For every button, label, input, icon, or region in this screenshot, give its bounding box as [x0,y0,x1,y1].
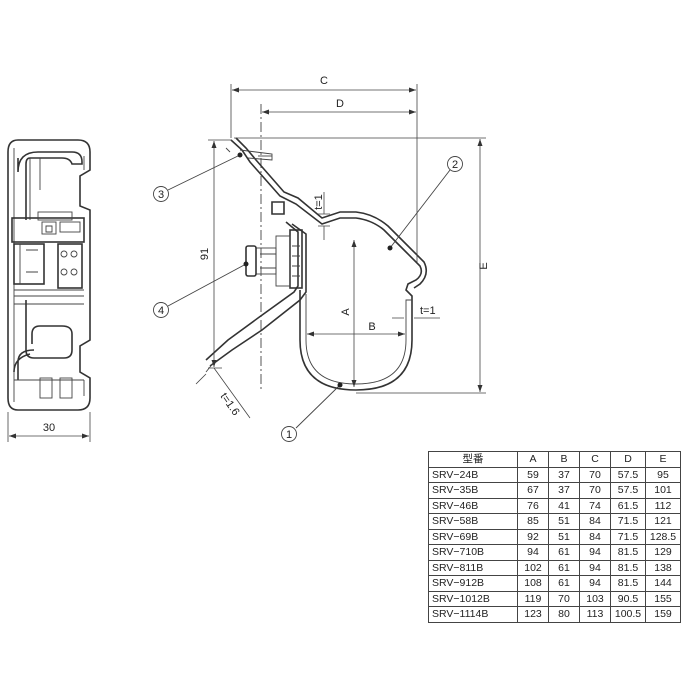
cell-c: 94 [579,544,611,561]
cell-model: SRV−46B [428,497,518,514]
cell-d: 71.5 [610,513,646,530]
cell-a: 123 [517,606,549,623]
callout-1: 1 [286,429,292,441]
cell-model: SRV−24B [428,466,518,483]
width-30-label: 30 [43,422,55,434]
header-b: B [548,451,580,468]
cell-c: 113 [579,606,611,623]
cell-d: 57.5 [610,466,646,483]
cell-e: 112 [645,497,681,514]
cell-c: 94 [579,559,611,576]
header-e: E [645,451,681,468]
cell-c: 70 [579,466,611,483]
cell-d: 61.5 [610,497,646,514]
table-header-row: 型番 A B C D E [428,451,681,468]
thickness-right-label: t=1 [420,305,436,317]
cell-e: 144 [645,575,681,592]
cell-d: 81.5 [610,559,646,576]
cell-b: 51 [548,528,580,545]
cell-b: 51 [548,513,580,530]
cell-c: 84 [579,513,611,530]
cell-e: 128.5 [645,528,681,545]
cell-b: 61 [548,575,580,592]
header-c: C [579,451,611,468]
cell-model: SRV−710B [428,544,518,561]
cell-c: 84 [579,528,611,545]
cell-d: 57.5 [610,482,646,499]
cell-model: SRV−1012B [428,590,518,607]
dimension-c-label: C [320,75,328,87]
cell-d: 81.5 [610,544,646,561]
cell-a: 92 [517,528,549,545]
cell-a: 102 [517,559,549,576]
cell-a: 76 [517,497,549,514]
cell-c: 94 [579,575,611,592]
cell-e: 129 [645,544,681,561]
cell-model: SRV−69B [428,528,518,545]
cell-a: 108 [517,575,549,592]
cell-e: 95 [645,466,681,483]
cell-model: SRV−912B [428,575,518,592]
cell-model: SRV−35B [428,482,518,499]
cell-b: 37 [548,482,580,499]
callout-2: 2 [452,159,458,171]
cell-a: 67 [517,482,549,499]
side-view: 30 [7,139,91,442]
callout-4: 4 [158,305,164,317]
header-a: A [517,451,549,468]
cell-d: 100.5 [610,606,646,623]
cell-model: SRV−1114B [428,606,518,623]
dimension-b-label: B [368,321,375,333]
cell-e: 121 [645,513,681,530]
cell-d: 90.5 [610,590,646,607]
cell-b: 37 [548,466,580,483]
cell-e: 138 [645,559,681,576]
cell-model: SRV−811B [428,559,518,576]
cell-e: 155 [645,590,681,607]
cell-c: 74 [579,497,611,514]
cell-e: 101 [645,482,681,499]
main-view: C D 91 E A B t=1 t=1 t=1.6 1 [153,75,490,442]
cell-c: 103 [579,590,611,607]
cell-b: 80 [548,606,580,623]
cell-b: 70 [548,590,580,607]
cell-a: 59 [517,466,549,483]
cell-d: 81.5 [610,575,646,592]
cell-b: 61 [548,559,580,576]
cell-a: 119 [517,590,549,607]
cell-e: 159 [645,606,681,623]
thickness-top-label: t=1 [313,194,325,210]
cell-c: 70 [579,482,611,499]
header-d: D [610,451,646,468]
height-91-label: 91 [199,248,211,260]
thickness-bottom-label: t=1.6 [218,391,242,418]
cell-d: 71.5 [610,528,646,545]
cell-a: 94 [517,544,549,561]
header-model: 型番 [428,451,518,468]
cell-b: 41 [548,497,580,514]
callout-3: 3 [158,189,164,201]
cell-b: 61 [548,544,580,561]
cell-model: SRV−58B [428,513,518,530]
dimension-d-label: D [336,98,344,110]
dimension-e-label: E [478,262,490,269]
dimension-a-label: A [340,308,352,316]
cell-a: 85 [517,513,549,530]
